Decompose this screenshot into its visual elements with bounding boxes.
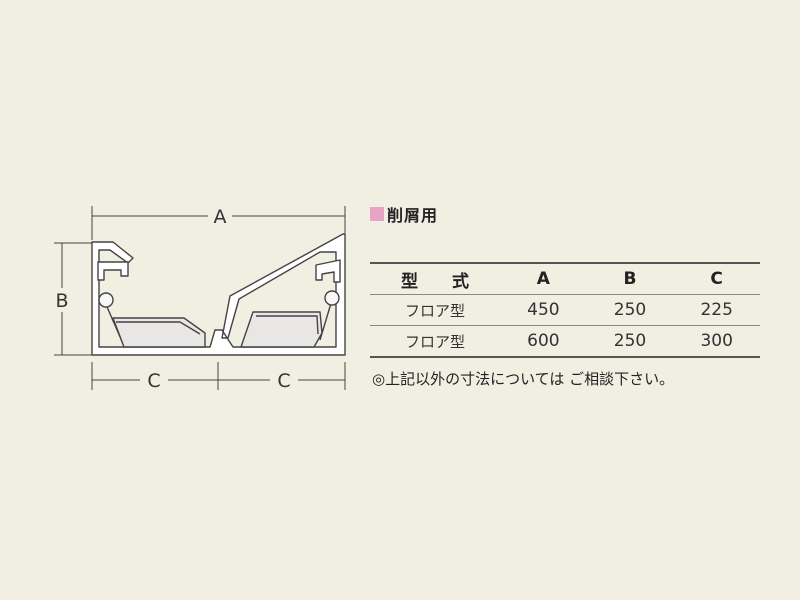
left-hook [97, 261, 129, 281]
cell-a: 450 [527, 300, 560, 320]
cell-b: 250 [613, 300, 647, 320]
note-text: ◎上記以外の寸法については ご相談下さい。 [372, 370, 675, 388]
dimension-label-c-right: C [277, 370, 290, 392]
dustpan-outer-body [91, 233, 346, 356]
dimension-label-b: B [55, 290, 68, 312]
section-color-swatch [370, 207, 384, 221]
dimension-label-a: A [214, 206, 227, 228]
dimension-lines [54, 206, 346, 390]
table-row: フロア型 600 250 300 [370, 326, 760, 357]
cell-b: 250 [613, 331, 647, 351]
right-scoop [240, 311, 323, 348]
cell-c: 300 [700, 331, 733, 351]
section-header: 削屑用 [370, 202, 438, 226]
right-scoop-surface [256, 315, 319, 335]
cell-c: 225 [700, 300, 733, 320]
dimension-label-c-left: C [147, 370, 160, 392]
cell-a: 600 [527, 331, 560, 351]
table-header-row: 型 式 A B C [370, 263, 760, 295]
dimension-labels: A B C C [55, 206, 290, 392]
spec-table: 型 式 A B C フロア型 450 250 225 フロア型 600 250 … [370, 262, 760, 358]
header-b: B [623, 269, 637, 289]
dustpan-cross-section-diagram: A B C C [54, 206, 346, 392]
right-hook [315, 259, 341, 283]
left-scoop [112, 317, 206, 348]
cell-type: フロア型 [405, 332, 466, 351]
right-roller [324, 290, 340, 306]
header-c: C [710, 269, 723, 289]
table-row: フロア型 450 250 225 [370, 295, 760, 326]
header-type: 型 式 [401, 271, 470, 292]
header-a: A [536, 269, 550, 289]
left-roller [98, 292, 114, 308]
cell-type: フロア型 [405, 301, 466, 320]
section-title: 削屑用 [387, 206, 439, 225]
left-scoop-surface [116, 321, 201, 335]
dustpan-profile [91, 233, 346, 356]
